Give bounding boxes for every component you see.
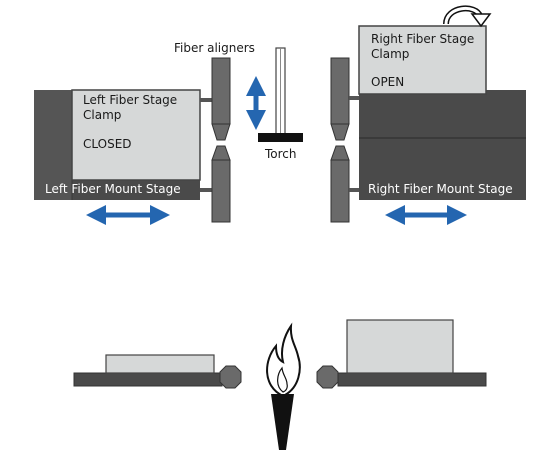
right-fiber-aligner xyxy=(330,57,359,223)
right-mount-stage-label: Right Fiber Mount Stage xyxy=(368,182,513,196)
right-fiber-mount-stage xyxy=(359,90,526,200)
left-fiber-aligner xyxy=(200,57,231,223)
flame-icon xyxy=(266,322,301,398)
curved-arrow-icon xyxy=(443,5,492,28)
right-clamp-state: OPEN xyxy=(371,75,404,89)
torch-top-view xyxy=(258,47,303,142)
right-fiber-stage-clamp xyxy=(358,25,487,95)
right-clamp-label-1: Right Fiber Stage xyxy=(371,32,474,46)
left-clamp-label-1: Left Fiber Stage xyxy=(83,93,177,107)
torch-side-view xyxy=(271,394,294,450)
left-clamp-label-2: Clamp xyxy=(83,108,121,122)
left-mount-stage-label: Left Fiber Mount Stage xyxy=(45,182,181,196)
torch-label: Torch xyxy=(264,147,297,161)
right-stage-base-side xyxy=(337,372,487,387)
left-aligner-side xyxy=(219,365,242,389)
fiber-aligners-label: Fiber aligners xyxy=(174,41,255,55)
left-clamp-state: CLOSED xyxy=(83,137,132,151)
left-clamp-side xyxy=(105,354,215,374)
right-clamp-side xyxy=(346,319,454,374)
right-aligner-side xyxy=(316,365,339,389)
left-stage-base-side xyxy=(73,372,223,387)
left-fiber-stage-clamp xyxy=(71,89,201,181)
right-clamp-label-2: Clamp xyxy=(371,47,409,61)
